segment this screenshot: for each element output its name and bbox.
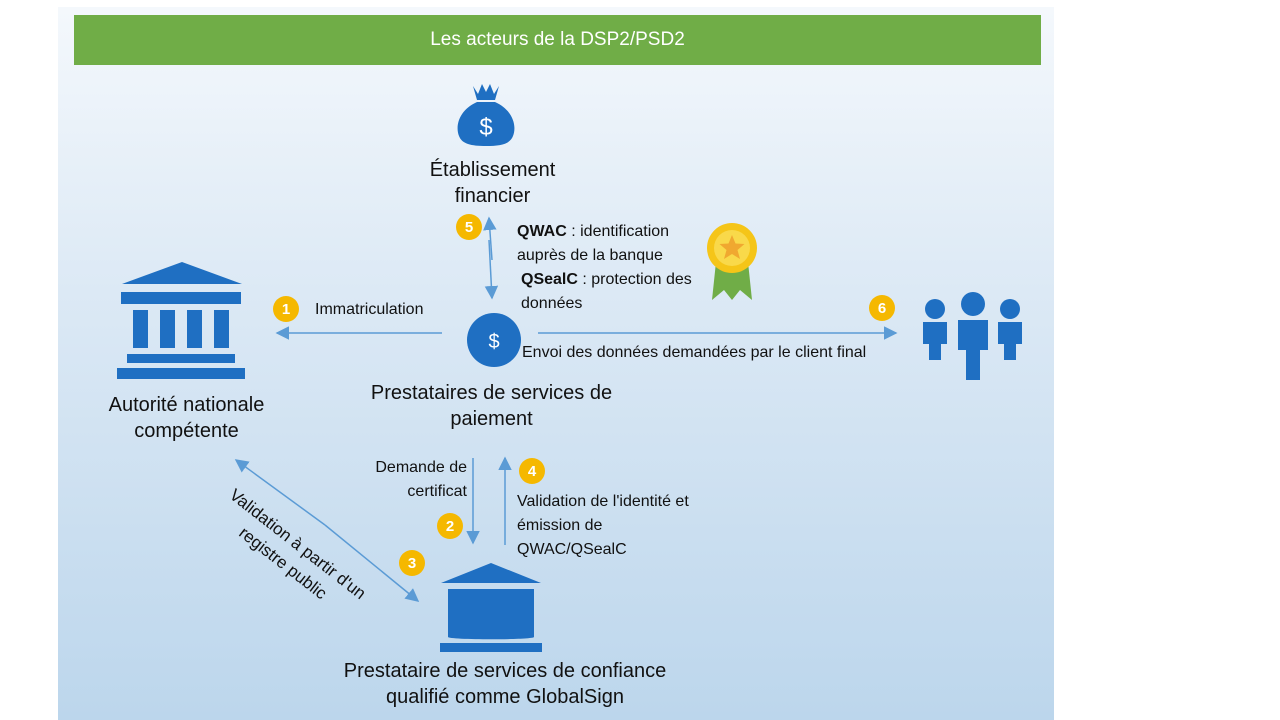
- step-badge-6: 6: [869, 295, 895, 321]
- node-qtsp-label: Prestataire de services de confiance qua…: [343, 660, 667, 708]
- step-badge-2: 2: [437, 513, 463, 539]
- qwac-term: QWAC: [517, 223, 567, 240]
- qsealc-term: QSealC: [521, 271, 578, 288]
- bank-building-icon: [117, 262, 245, 379]
- step-badge-4: 4: [519, 458, 545, 484]
- edge-validation-emission-label: Validation de l'identité et émission de …: [517, 493, 689, 558]
- edge-immatriculation-label: Immatriculation: [315, 301, 424, 318]
- edge-demande-certificat-label: Demande de certificat: [375, 459, 467, 500]
- svg-text:$: $: [488, 331, 499, 353]
- diagram-title: Les acteurs de la DSP2/PSD2: [74, 15, 1041, 65]
- arrow-registre-to-authority: [234, 459, 326, 526]
- trust-provider-building-icon: [440, 563, 542, 652]
- edge-envoi-donnees-label: Envoi des données demandées par le clien…: [522, 344, 867, 361]
- diagram-canvas: [58, 7, 1054, 720]
- svg-text:$: $: [479, 114, 492, 141]
- arrow-financial-down: [484, 239, 499, 300]
- step-badge-3: 3: [399, 550, 425, 576]
- step-badge-1: 1: [273, 296, 299, 322]
- coin-dollar-icon: $: [467, 313, 521, 367]
- edge-qwac-qsealc-label: QWAC : identification auprès de la banqu…: [517, 220, 707, 316]
- award-ribbon-icon: [707, 223, 757, 300]
- arrow-financial-up: [483, 216, 497, 261]
- node-financial-label: Établissement financier: [429, 159, 556, 207]
- qsealc-description: : protection des données: [521, 271, 692, 312]
- money-bag-icon: $: [457, 84, 515, 146]
- users-group-icon: [923, 292, 1022, 380]
- qwac-description: : identification auprès de la banque: [517, 223, 670, 264]
- arrow-registre-to-qtsp: [324, 524, 420, 602]
- node-authority-label: Autorité nationale compétente: [108, 394, 265, 442]
- node-psp-label: Prestataires de services de paiement: [370, 382, 613, 430]
- step-badge-5: 5: [456, 214, 482, 240]
